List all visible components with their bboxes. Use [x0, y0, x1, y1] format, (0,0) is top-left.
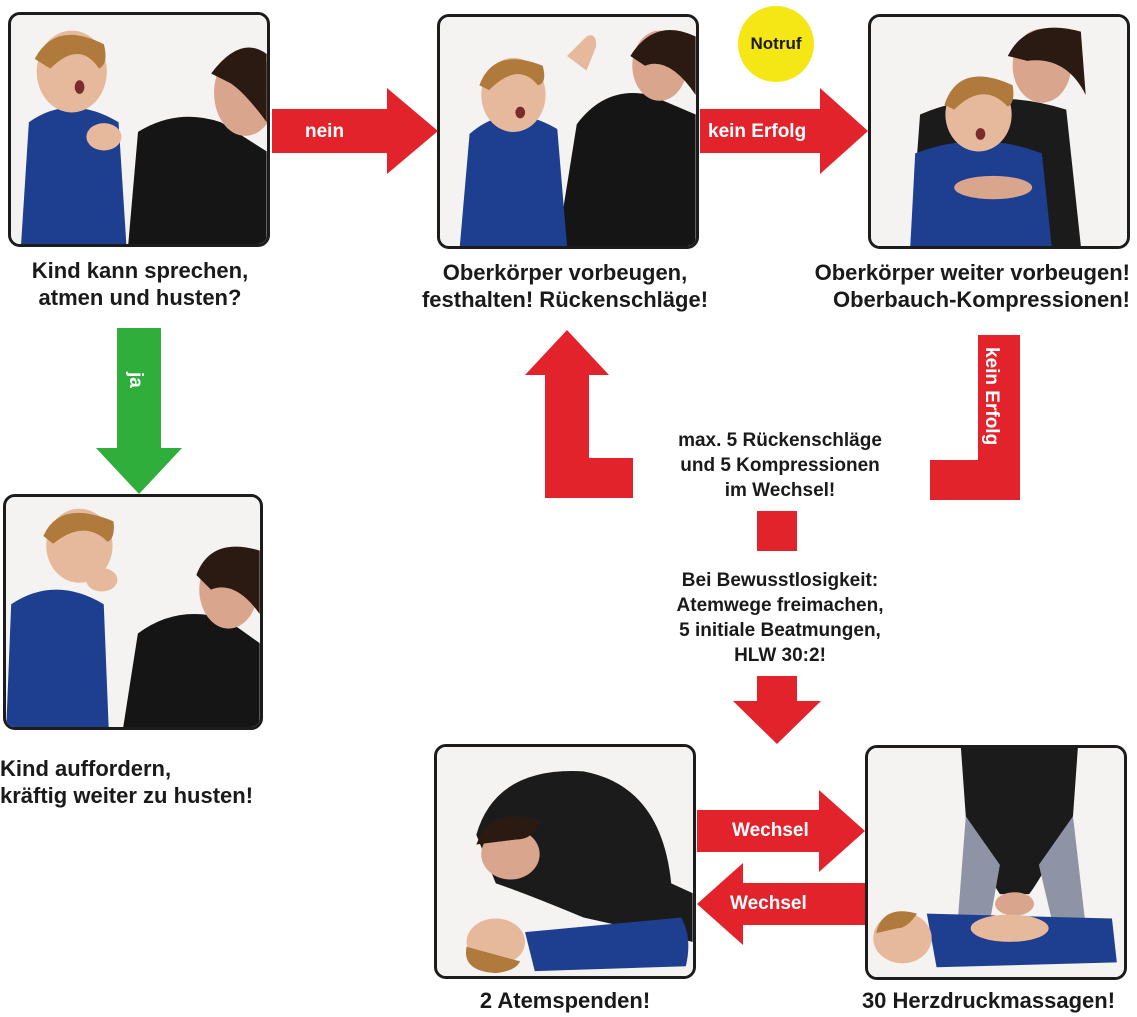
caption-rescue-breaths: 2 Atemspenden!	[479, 988, 651, 1013]
arrow-switch-left-label: Wechsel	[730, 893, 807, 914]
photo-child-choking	[8, 12, 270, 247]
arrow-no	[272, 88, 438, 174]
arrow-yes	[96, 328, 182, 494]
arrow-yes-label: ja	[125, 372, 146, 388]
arrow-no-success-down-label: kein Erfolg	[981, 347, 1002, 446]
arrow-repeat-up	[525, 330, 633, 498]
coughing-child-photo	[6, 497, 260, 727]
photo-rescue-breaths	[434, 744, 696, 979]
caption-chest-compressions: 30 Herzdruckmassagen!	[861, 988, 1116, 1013]
caption-bend-forward: Oberkörper vorbeugen, festhalten! Rücken…	[421, 260, 709, 312]
arrow-to-resuscitation	[733, 676, 821, 744]
arrow-switch-right-label: Wechsel	[732, 820, 809, 841]
arrow-switch-left	[697, 863, 865, 945]
arrow-no-success-top	[700, 88, 868, 174]
back-blows-photo	[440, 17, 696, 246]
text-alternate: max. 5 Rückenschläge und 5 Kompressionen…	[678, 430, 882, 501]
arrow-no-success-top-label: kein Erfolg	[708, 121, 807, 142]
choking-child-photo	[11, 15, 267, 244]
photo-cpr	[865, 745, 1127, 980]
photo-abdominal-thrusts	[868, 14, 1130, 249]
text-unconscious: Bei Bewusstlosigkeit: Atemwege freimache…	[676, 570, 884, 666]
abdominal-thrusts-photo	[871, 17, 1127, 246]
arrow-no-success-down	[930, 335, 1020, 500]
emergency-call-badge: Notruf	[738, 6, 814, 82]
emergency-call-label: Notruf	[750, 34, 802, 53]
chest-compressions-photo	[868, 748, 1124, 977]
rescue-breaths-photo	[437, 747, 693, 976]
caption-bend-further: Oberkörper weiter vorbeugen! Oberbauch-K…	[814, 260, 1130, 312]
photo-coughing	[3, 494, 263, 730]
connector-square	[757, 511, 797, 551]
caption-can-speak: Kind kann sprechen, atmen und husten?	[31, 258, 249, 310]
arrow-no-label: nein	[305, 121, 345, 142]
arrow-switch-right	[697, 790, 865, 872]
photo-back-blows	[437, 14, 699, 249]
caption-encourage-cough: Kind auffordern, kräftig weiter zu huste…	[0, 756, 254, 808]
